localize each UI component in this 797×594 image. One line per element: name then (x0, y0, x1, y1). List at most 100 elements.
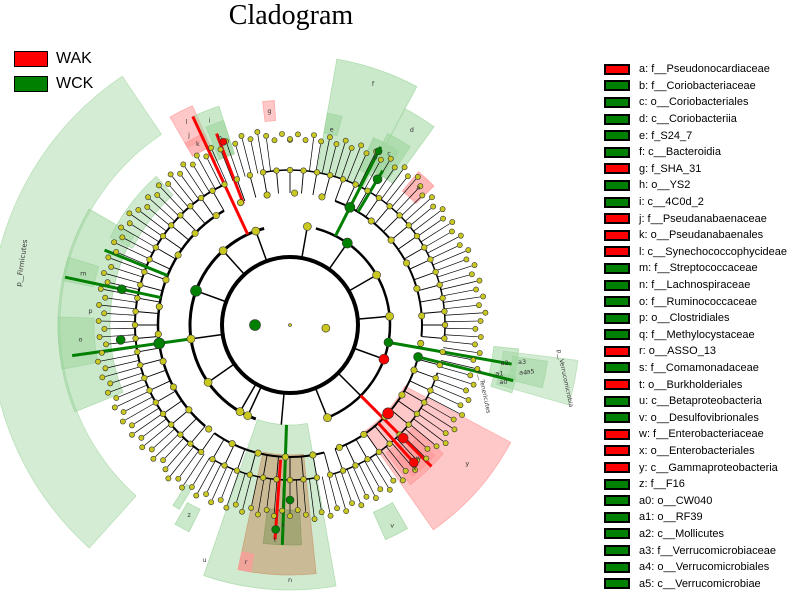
clade-label: q: f__Methylocystaceae (639, 328, 755, 341)
tree-node (203, 491, 209, 498)
tree-node (327, 471, 334, 478)
leaf-branch (172, 176, 194, 204)
clade-swatch (604, 63, 630, 75)
family-branch (334, 448, 344, 471)
leaf-branch (334, 473, 346, 509)
family-branch (162, 400, 183, 415)
family-branch (140, 284, 163, 292)
tree-node (251, 226, 261, 236)
leaf-branch (391, 178, 417, 208)
sector-label: h (218, 134, 222, 142)
tree-node (472, 341, 478, 348)
leaf-branch (160, 187, 185, 213)
tree-node (449, 228, 455, 235)
tree-node (402, 468, 409, 474)
leaf-branch (442, 289, 474, 297)
tree-node (95, 358, 101, 365)
leaf-branch (101, 320, 136, 323)
leaf-branch (105, 366, 141, 377)
leaf-branch (273, 479, 278, 513)
tree-node (246, 172, 253, 179)
family-branch (180, 215, 197, 232)
tree-node (436, 281, 443, 288)
tree-node (436, 362, 443, 369)
leaf-branch (409, 208, 432, 227)
leaf-branch (131, 214, 163, 237)
clade-swatch (604, 96, 630, 108)
tree-node (144, 204, 151, 210)
tree-node (259, 474, 267, 481)
tree-node (470, 357, 477, 363)
tree-node (429, 194, 435, 201)
tree-node (459, 412, 466, 418)
leaf-branch (197, 157, 216, 190)
tree-node (363, 493, 370, 500)
tree-node (208, 499, 214, 506)
leaf-branch (144, 423, 171, 446)
clade-legend-item: a0: o__CW040 (604, 492, 787, 509)
family-branch (312, 172, 318, 196)
family-branch (212, 190, 225, 211)
leaf-branch (352, 466, 366, 495)
clade-swatch (604, 528, 630, 540)
leaf-branch (111, 258, 145, 272)
sector-label: w (416, 454, 422, 462)
tree-node (441, 308, 448, 315)
family-branch (345, 444, 356, 466)
clade-swatch (604, 462, 630, 474)
tree-node (342, 137, 349, 144)
tree-node (358, 502, 365, 509)
branch (348, 274, 377, 292)
tree-node (386, 203, 393, 210)
tree-node (145, 194, 151, 201)
tree-node (387, 236, 395, 244)
tree-node (463, 387, 469, 394)
clade-swatch (604, 412, 630, 424)
tree-node (309, 451, 317, 459)
leaf-branch (315, 477, 322, 510)
leaf-branch (444, 327, 473, 330)
leaf-branch (132, 224, 160, 243)
sector-label: a (416, 184, 420, 192)
leaf-branch (400, 197, 421, 217)
tree-node (349, 500, 355, 507)
tree-node (342, 237, 353, 249)
leaf-branch (108, 297, 137, 303)
clade-label: s: f__Comamonadaceae (639, 361, 759, 374)
family-branch (155, 390, 176, 403)
sector-label: r (245, 558, 248, 566)
highlight-branch (64, 275, 162, 300)
leaf-branch (250, 142, 259, 174)
tree-node (126, 210, 133, 217)
clade-legend-item: l: c__Synechococcophycideae (604, 244, 787, 261)
tree-node (233, 176, 241, 183)
tree-node (271, 513, 277, 519)
clade-legend-item: x: o__Enterobacteriales (604, 443, 787, 460)
clade-label: a3: f__Verrucomicrobiaceae (639, 544, 776, 557)
clade-legend-item: s: f__Comamonadaceae (604, 360, 787, 377)
leaf-branch (424, 402, 452, 419)
leaf-branch (153, 428, 176, 448)
highlight-branch (334, 146, 383, 237)
tree-node (456, 242, 463, 249)
leaf-branch (235, 146, 246, 177)
tree-node (209, 456, 216, 463)
tree-node (219, 137, 228, 146)
family-branch (355, 190, 368, 211)
leaf-branch (432, 384, 466, 400)
clade-swatch (604, 312, 630, 324)
leaf-branch (221, 152, 234, 182)
clade-swatch (604, 445, 630, 457)
tree-node (344, 202, 356, 213)
leaf-branch (169, 185, 189, 208)
family-branch (390, 225, 410, 241)
clade-legend-item: g: f_SHA_31 (604, 161, 787, 178)
tree-node (108, 264, 115, 270)
leaf-branch (443, 296, 481, 303)
leaf-branch (334, 143, 346, 177)
family-branch (355, 439, 368, 460)
leaf-branch (442, 353, 471, 360)
tree-node (480, 293, 487, 300)
tree-node (153, 337, 166, 350)
